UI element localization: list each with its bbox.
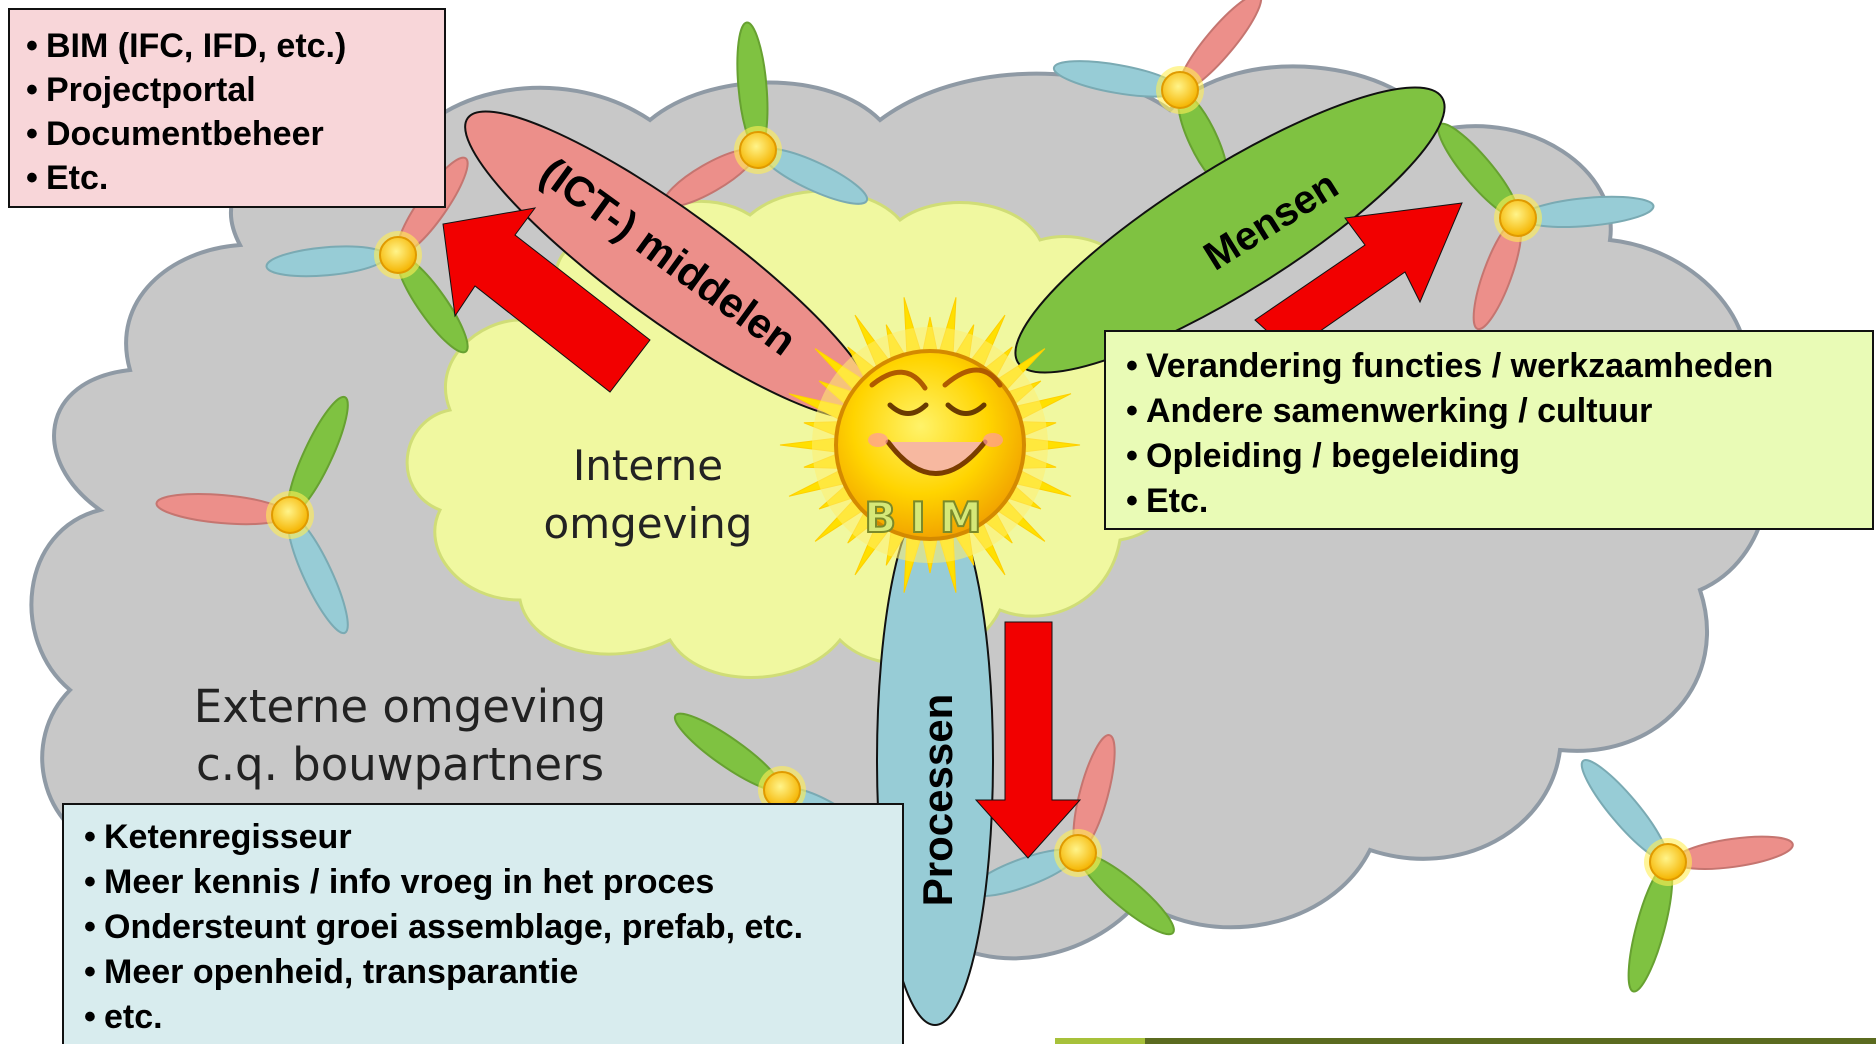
petal-mensen	[1014, 86, 1446, 374]
small-sun-icon	[1580, 759, 1794, 993]
list-item: Andere samenwerking / cultuur	[1122, 389, 1872, 434]
list-item: Ketenregisseur	[80, 815, 902, 860]
external-label-line1: Externe omgeving	[194, 680, 606, 733]
list-item: Ondersteunt groei assemblage, prefab, et…	[80, 905, 902, 950]
middelen-box: BIM (IFC, IFD, etc.) Projectportal Docum…	[8, 8, 446, 208]
small-sun-icon	[1052, 0, 1263, 186]
list-item: Etc.	[1122, 479, 1872, 524]
mensen-box: Verandering functies / werkzaamheden And…	[1104, 330, 1874, 530]
mensen-list: Verandering functies / werkzaamheden And…	[1122, 344, 1872, 524]
small-sun-icon	[969, 734, 1175, 936]
small-sun-icon	[1437, 122, 1655, 331]
list-item: Meer kennis / info vroeg in het proces	[80, 860, 902, 905]
bim-label: BIM	[864, 493, 995, 542]
list-item: Projectportal	[22, 68, 444, 112]
bim-sun-icon: BIM	[779, 297, 1081, 593]
list-item: Opleiding / begeleiding	[1122, 434, 1872, 479]
middelen-list: BIM (IFC, IFD, etc.) Projectportal Docum…	[22, 24, 444, 200]
list-item: Meer openheid, transparantie	[80, 950, 902, 995]
footer-bar	[1055, 1038, 1876, 1044]
internal-label-line1: Interne	[573, 441, 723, 490]
list-item: etc.	[80, 995, 902, 1040]
petal-label-processen: Processen	[914, 694, 961, 906]
list-item: BIM (IFC, IFD, etc.)	[22, 24, 444, 68]
list-item: Documentbeheer	[22, 112, 444, 156]
processen-box: Ketenregisseur Meer kennis / info vroeg …	[62, 803, 904, 1044]
list-item: Etc.	[22, 156, 444, 200]
internal-label-line2: omgeving	[544, 499, 753, 548]
processen-list: Ketenregisseur Meer kennis / info vroeg …	[80, 815, 902, 1040]
external-label-line2: c.q. bouwpartners	[196, 738, 604, 791]
list-item: Verandering functies / werkzaamheden	[1122, 344, 1872, 389]
arrow-middelen	[442, 207, 651, 393]
small-suns	[155, 0, 1794, 993]
small-sun-icon	[155, 395, 349, 635]
arrow-processen	[974, 621, 1082, 859]
